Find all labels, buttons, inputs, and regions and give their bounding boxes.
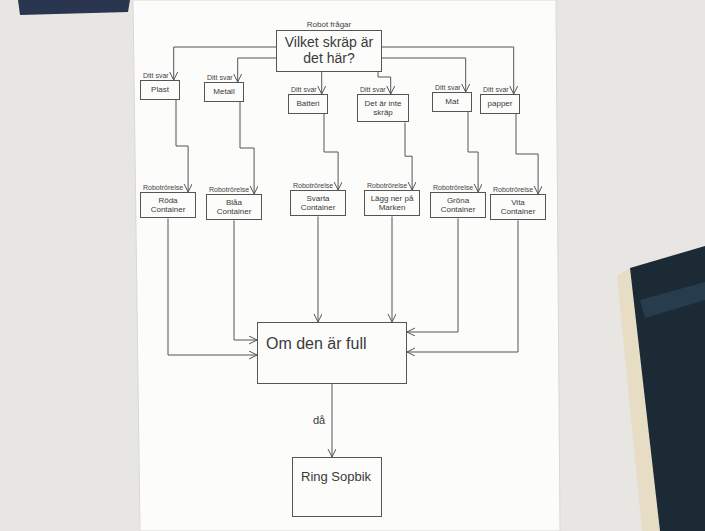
- answer-box: Ditt svarPlast: [140, 80, 180, 100]
- flow-arrow: [238, 58, 276, 82]
- box-heading: Ditt svar: [483, 86, 509, 94]
- action-box: Ring Sopbik: [292, 457, 382, 517]
- box-heading: Robotrörelse: [209, 186, 249, 194]
- answer-box: Ditt svarMetall: [204, 82, 244, 102]
- box-text: Om den är full: [266, 335, 398, 353]
- flow-arrow: [240, 102, 254, 194]
- flow-arrow: [407, 220, 518, 352]
- box-text: Plast: [144, 85, 176, 94]
- robot-action-box: RobotrörelseVita Container: [490, 194, 546, 220]
- question-box: Robot frågarVilket skräp är det här?: [276, 30, 382, 72]
- box-heading: Ditt svar: [360, 86, 386, 94]
- book-cover: [630, 246, 705, 531]
- flow-arrow: [168, 218, 257, 355]
- flow-arrow: [324, 114, 338, 190]
- box-text: Vita Container: [494, 198, 542, 216]
- box-heading: Robotrörelse: [367, 182, 407, 190]
- box-heading: Ditt svar: [143, 72, 169, 80]
- box-text: Röda Container: [144, 196, 192, 214]
- box-text: Lägg ner på Marken: [368, 194, 416, 212]
- flow-arrow: [516, 114, 538, 194]
- pen: [18, 0, 130, 15]
- answer-box: Ditt svarMat: [432, 92, 472, 112]
- box-heading: Robot frågar: [307, 21, 351, 30]
- flow-arrow: [382, 58, 466, 92]
- box-heading: Robotrörelse: [493, 186, 533, 194]
- paper-sheet: [133, 0, 560, 531]
- box-heading: Ditt svar: [207, 74, 233, 82]
- box-heading: Robotrörelse: [433, 184, 473, 192]
- flow-arrow: [468, 112, 478, 192]
- flow-arrow: [321, 72, 322, 94]
- answer-box: Ditt svarBatteri: [288, 94, 328, 114]
- flow-arrow: [176, 100, 188, 192]
- flow-arrow: [318, 216, 319, 322]
- box-text: Vilket skräp är det här?: [281, 34, 377, 66]
- box-text: Blåa Container: [210, 198, 258, 216]
- box-text: Mat: [436, 97, 468, 106]
- box-heading: Ditt svar: [291, 86, 317, 94]
- edge-label: då: [312, 414, 326, 426]
- flow-arrow: [382, 47, 514, 94]
- robot-action-box: RobotrörelseRöda Container: [140, 192, 196, 218]
- flow-arrow: [405, 122, 412, 190]
- box-heading: Robotrörelse: [293, 182, 333, 190]
- box-text: papper: [484, 99, 516, 108]
- robot-action-box: RobotrörelseLägg ner på Marken: [364, 190, 420, 216]
- robot-action-box: RobotrörelseBlåa Container: [206, 194, 262, 220]
- box-text: Ring Sopbik: [301, 470, 373, 485]
- box-heading: Ditt svar: [435, 84, 461, 92]
- book-cover-pattern: [640, 282, 705, 318]
- box-text: Batteri: [292, 99, 324, 108]
- flow-arrow: [234, 220, 257, 340]
- box-text: Svarta Container: [294, 194, 342, 212]
- robot-action-box: RobotrörelseGröna Container: [430, 192, 486, 218]
- condition-box: Om den är full: [257, 322, 407, 384]
- robot-action-box: RobotrörelseSvarta Container: [290, 190, 346, 216]
- box-heading: Robotrörelse: [143, 184, 183, 192]
- answer-box: Ditt svarpapper: [480, 94, 520, 114]
- answer-box: Ditt svarDet är inte skräp: [357, 94, 409, 122]
- flow-arrow: [332, 384, 333, 457]
- flow-arrow: [407, 218, 458, 332]
- box-text: Det är inte skräp: [361, 99, 405, 117]
- flow-arrow: [392, 216, 393, 322]
- box-text: Metall: [208, 87, 240, 96]
- box-text: Gröna Container: [434, 196, 482, 214]
